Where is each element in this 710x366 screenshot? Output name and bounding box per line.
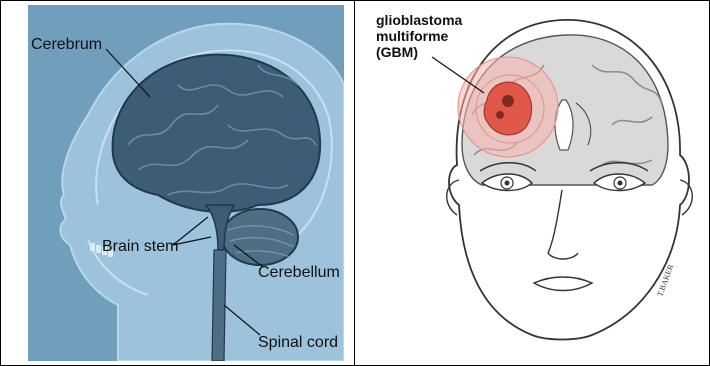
label-spinal-cord: Spinal cord xyxy=(258,334,338,351)
tumor-core xyxy=(502,95,514,107)
tumor-core-secondary xyxy=(496,111,504,119)
brain-anatomy-illustration: Cerebrum Brain stem Cerebellum Spinal co… xyxy=(28,5,344,361)
label-gbm-line3: (GBM) xyxy=(376,44,418,60)
tumor xyxy=(484,82,531,135)
label-cerebrum: Cerebrum xyxy=(31,36,102,53)
label-gbm-line2: multiforme xyxy=(376,28,449,44)
label-cerebellum: Cerebellum xyxy=(258,264,340,281)
gbm-head-illustration: glioblastoma multiforme (GBM) T.BAKER xyxy=(362,5,704,361)
panel-divider xyxy=(354,0,355,366)
gbm-illustration-panel: glioblastoma multiforme (GBM) T.BAKER xyxy=(362,5,704,361)
label-brain-stem: Brain stem xyxy=(102,238,178,255)
label-gbm-line1: glioblastoma xyxy=(376,12,463,28)
brain-anatomy-panel: Cerebrum Brain stem Cerebellum Spinal co… xyxy=(28,5,344,361)
cerebellum xyxy=(222,209,298,265)
